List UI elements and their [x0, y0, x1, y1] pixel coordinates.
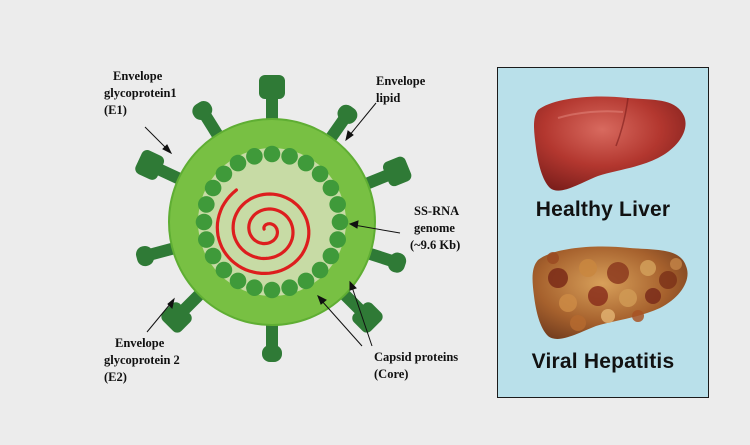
viral-hepatitis-liver-image: [532, 246, 688, 339]
label-envelope-lipid: Envelope lipid: [376, 74, 428, 105]
ss-rna-genome-spiral: [215, 188, 311, 275]
capsid-protein: [297, 272, 315, 290]
capsid-protein: [263, 281, 281, 299]
liver-illustrations: [532, 96, 688, 339]
capsid-protein: [311, 261, 329, 279]
viral-hepatitis-title: Viral Hepatitis: [531, 350, 675, 373]
capsid-protein: [229, 154, 247, 172]
healthy-liver-title: Healthy Liver: [535, 198, 671, 221]
glycoprotein-spike: [262, 320, 282, 362]
capsid-protein: [329, 231, 346, 248]
label-capsid-proteins: Capsid proteins (Core): [374, 350, 461, 381]
capsid-protein: [246, 279, 263, 296]
capsid-protein: [215, 261, 233, 279]
capsid-protein: [215, 165, 233, 183]
capsid-protein: [198, 231, 215, 248]
capsid-protein: [322, 247, 340, 265]
capsid-protein: [204, 179, 222, 197]
label-envelope-glycoprotein2: Envelope glycoprotein 2 (E2): [104, 336, 183, 384]
capsid-protein-ring: [195, 145, 349, 299]
capsid-protein: [198, 196, 215, 213]
capsid-protein: [331, 213, 349, 231]
capsid-protein: [246, 148, 263, 165]
capsid-protein: [329, 196, 346, 213]
healthy-liver-image: [534, 96, 686, 191]
capsid-protein: [229, 272, 247, 290]
label-arrows: [144, 102, 401, 347]
liver-comparison-panel: Healthy Liver Viral Hepatitis: [497, 67, 709, 398]
capsid-protein: [263, 145, 281, 163]
capsid-protein: [281, 279, 298, 296]
capsid-protein: [297, 154, 315, 172]
capsid-protein: [281, 148, 298, 165]
label-ss-rna-genome: SS-RNA genome (~9.6 Kb): [410, 204, 462, 252]
capsid-protein: [322, 179, 340, 197]
core-region: [198, 148, 346, 296]
glycoprotein-spike: [135, 241, 179, 267]
capsid-protein: [195, 213, 213, 231]
capsid-protein: [204, 247, 222, 265]
label-envelope-glycoprotein1: Envelope glycoprotein1 (E1): [104, 69, 180, 117]
capsid-protein: [311, 165, 329, 183]
glycoprotein-spike: [259, 75, 285, 124]
